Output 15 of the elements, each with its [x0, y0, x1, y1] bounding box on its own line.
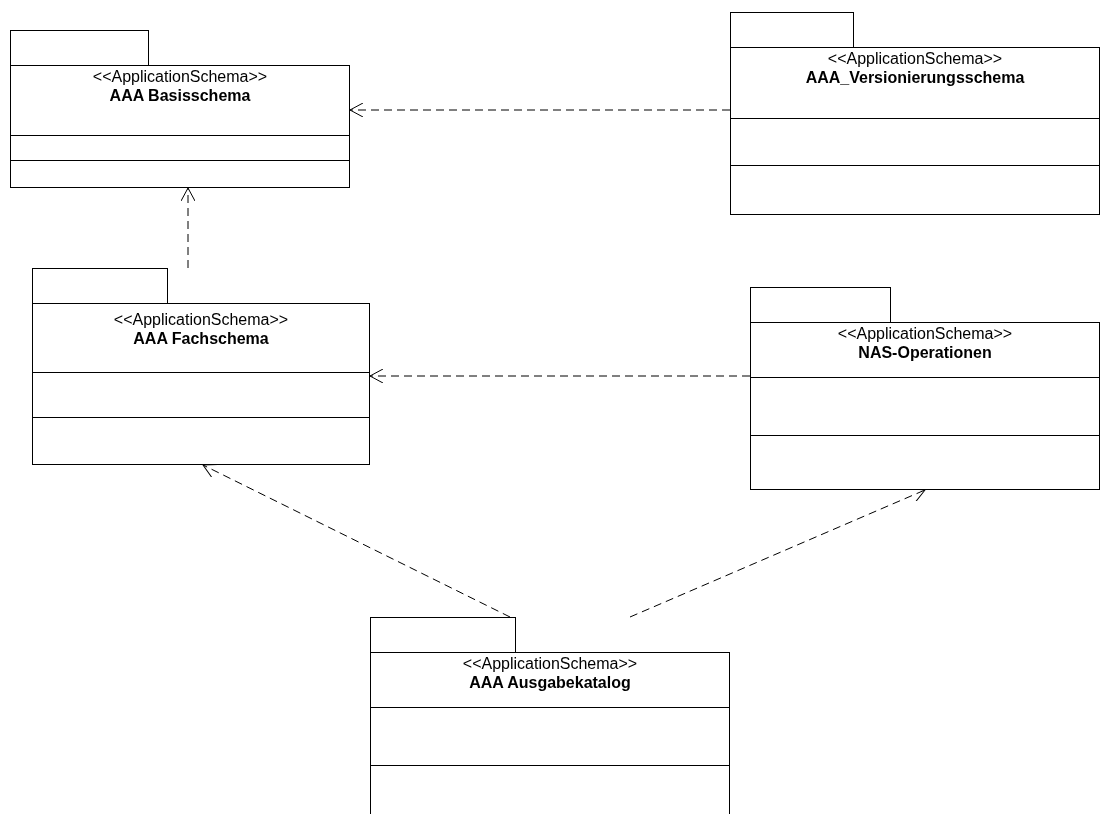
- stereotype-label: <<ApplicationSchema>>: [462, 655, 638, 673]
- stereotype-label: <<ApplicationSchema>>: [92, 68, 268, 86]
- package-name: AAA Basisschema: [109, 86, 251, 106]
- package-name: AAA Ausgabekatalog: [469, 673, 631, 693]
- package-name: AAA Fachschema: [133, 329, 269, 349]
- dependency-arrow: [202, 464, 511, 618]
- dependency-arrow: [629, 488, 926, 618]
- stereotype-label: <<ApplicationSchema>>: [113, 311, 289, 329]
- dependency-arrow: [349, 102, 731, 118]
- package-name: AAA_Versionierungsschema: [805, 68, 1025, 88]
- stereotype-label: <<ApplicationSchema>>: [837, 325, 1013, 343]
- package-name: NAS-Operationen: [858, 343, 992, 363]
- stereotype-label: <<ApplicationSchema>>: [827, 50, 1003, 68]
- dependency-arrow: [180, 187, 196, 269]
- dependency-arrow: [369, 368, 751, 384]
